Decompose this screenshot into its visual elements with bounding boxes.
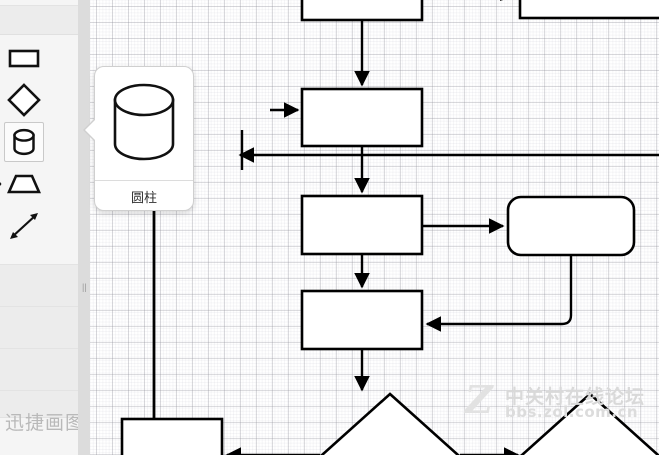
connector-elbow [425,256,573,332]
node-diamond [320,392,460,455]
brand-watermark: 迅捷画图 [5,412,78,434]
splitter-grip: || [82,282,87,292]
shape-row [0,206,78,248]
trapezoid-icon [7,174,41,194]
cylinder-icon [13,128,35,156]
panel-header-band [0,5,78,35]
shape-row [0,80,78,122]
node-rectangle [120,417,224,455]
shape-library-panel: 迅捷画图 [0,0,78,455]
shape-tooltip: 圆柱 [85,66,194,211]
node-rectangle [300,0,424,22]
panel-strip [0,348,78,392]
node-diamond [520,392,659,455]
shape-double-arrow[interactable] [4,206,44,246]
shape-cylinder-selected[interactable] [4,122,44,162]
shape-row [0,164,78,206]
diagram-shapes [120,0,659,455]
panel-strip [0,306,78,350]
panel-strip [0,264,78,308]
tooltip-label: 圆柱 [130,190,157,206]
cylinder-icon [113,83,175,160]
shape-grid [0,38,78,248]
double-arrow-icon [10,213,38,239]
shape-row [0,122,78,164]
node-rectangle [300,289,424,351]
diamond-icon [7,83,41,117]
tooltip-label-bar: 圆柱 [95,180,193,211]
rectangle-icon [8,49,40,68]
panel-strip [0,390,78,418]
shape-rectangle[interactable] [4,38,44,78]
node-rectangle [518,0,659,20]
node-rectangle [300,87,424,148]
panel-splitter[interactable]: || [78,0,90,455]
shape-row [0,38,78,80]
node-rectangle [300,194,424,256]
tooltip-preview [95,67,193,180]
shape-diamond[interactable] [4,80,44,120]
node-rounded-rectangle [506,195,636,257]
tooltip-pointer [85,119,96,141]
shape-trapezoid[interactable] [4,164,44,204]
